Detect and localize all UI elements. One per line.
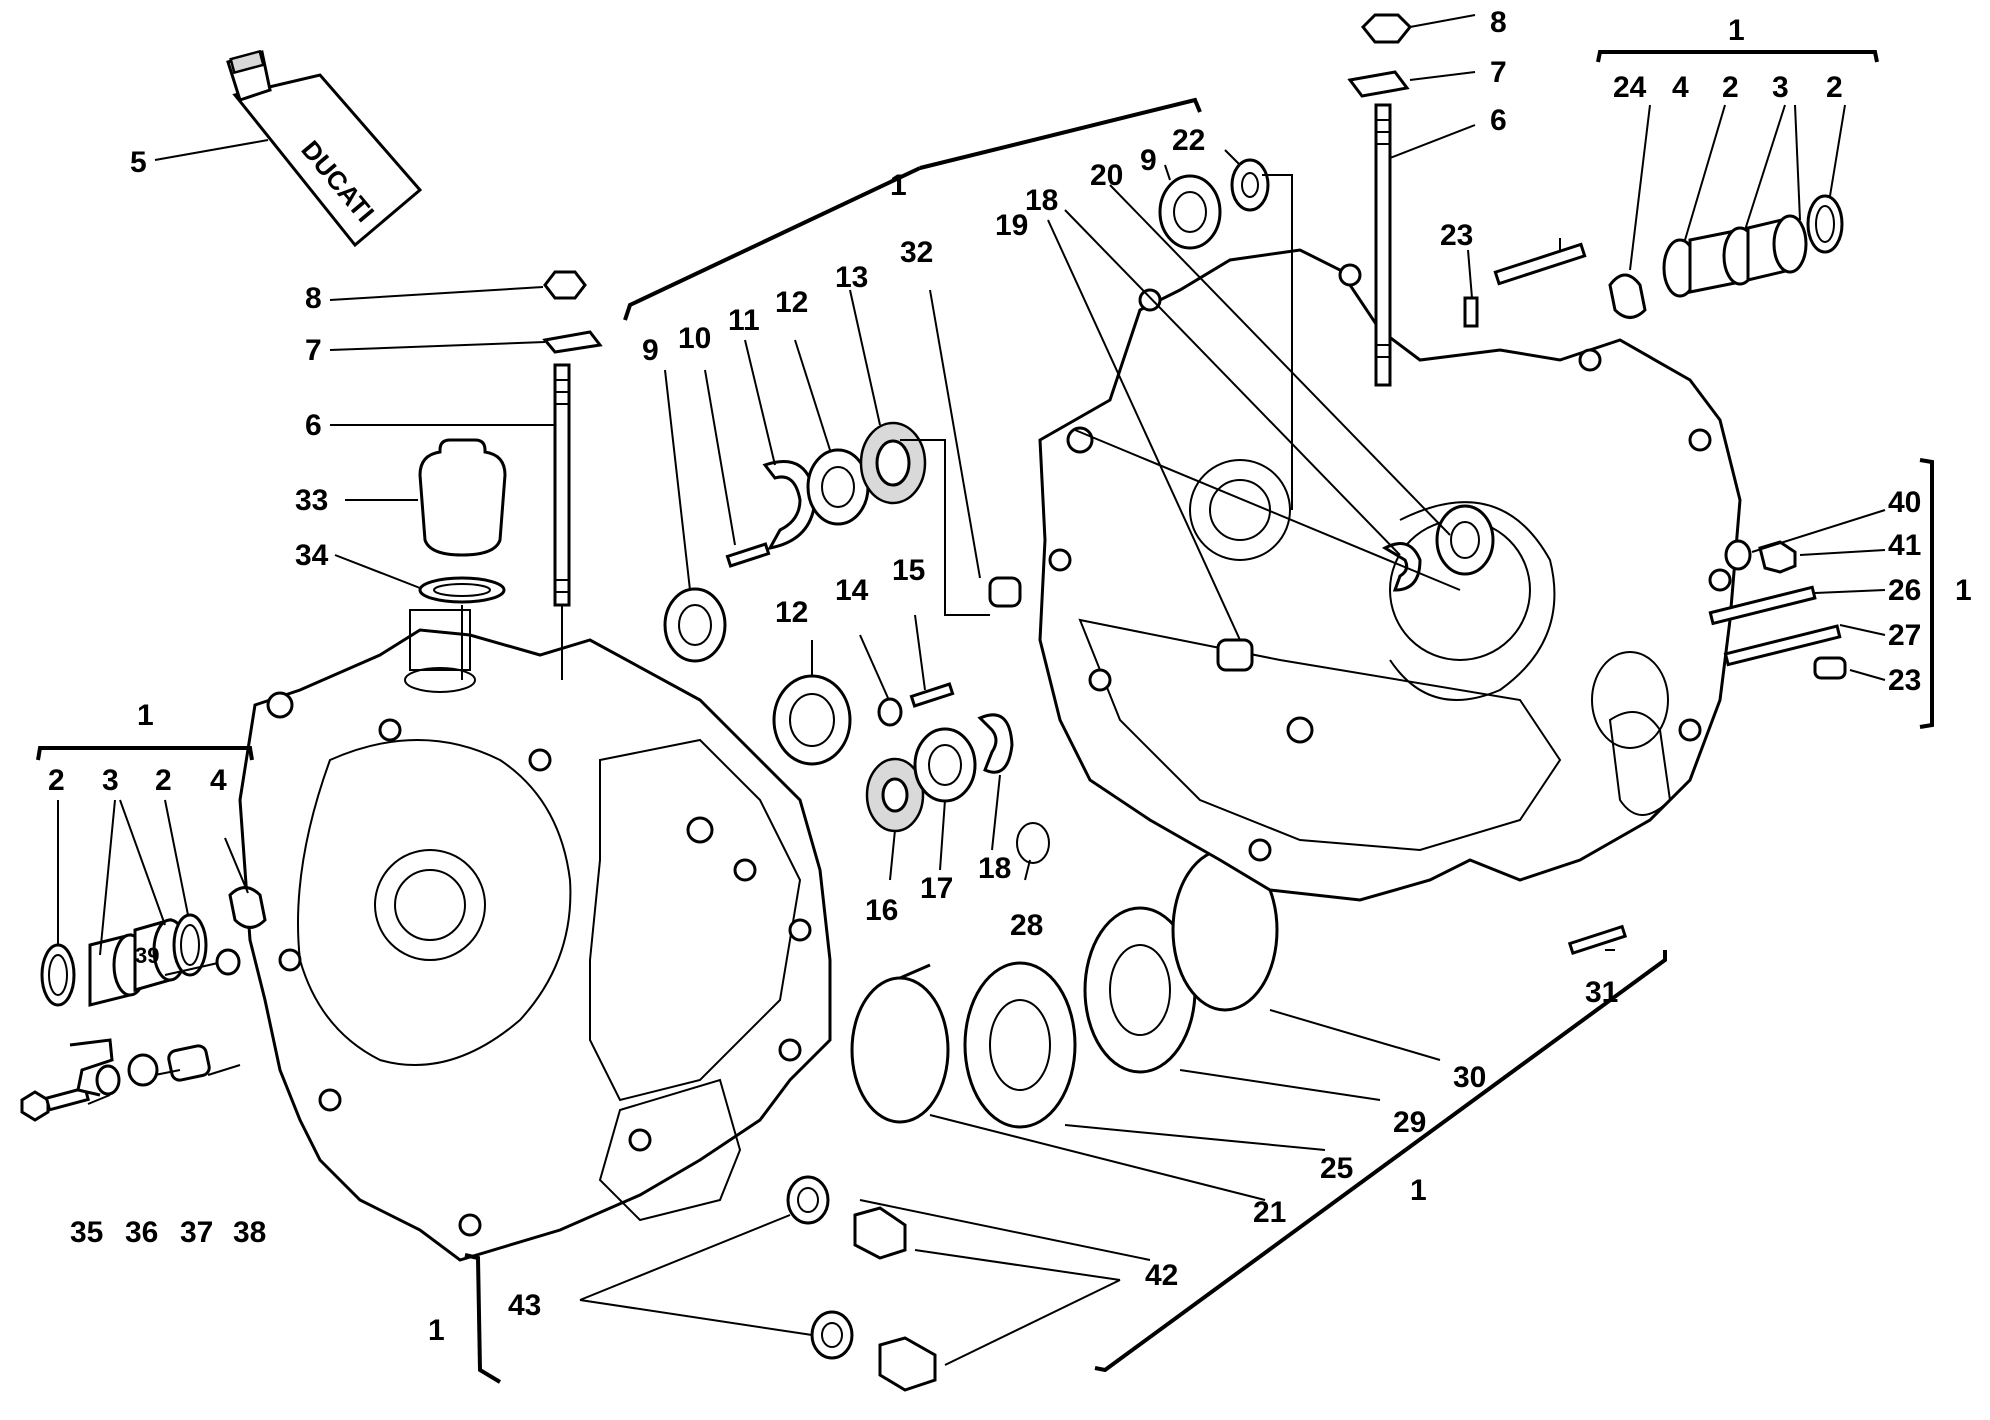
- right-side-small-parts: [1567, 539, 1847, 955]
- callout-2d: 2: [1826, 71, 1843, 104]
- callout-33: 33: [295, 484, 328, 517]
- callout-22: 22: [1172, 124, 1205, 157]
- callout-39: 39: [135, 943, 159, 968]
- callout-25: 25: [1320, 1152, 1353, 1185]
- callout-2c: 2: [1722, 71, 1739, 104]
- callout-12b: 12: [775, 596, 808, 629]
- right-bearing-stack: [1493, 194, 1844, 319]
- callout-2a: 2: [48, 764, 65, 797]
- callout-24: 24: [1613, 71, 1647, 104]
- callout-21: 21: [1253, 1196, 1286, 1229]
- callout-23b: 23: [1888, 664, 1921, 697]
- callout-2b: 2: [155, 764, 172, 797]
- callout-4b: 4: [1672, 71, 1689, 104]
- callout-30: 30: [1453, 1061, 1486, 1094]
- callout-18b: 18: [1025, 184, 1058, 217]
- callout-15: 15: [892, 554, 925, 587]
- center-bearings: [663, 421, 1050, 864]
- callout-20: 20: [1090, 159, 1123, 192]
- cap-and-washer: [418, 438, 507, 604]
- callout-32: 32: [900, 236, 933, 269]
- callout-9a: 9: [642, 334, 659, 367]
- left-bearing-stack: [40, 886, 267, 1007]
- grouping-braces: [36, 50, 1934, 1384]
- callout-11: 11: [728, 304, 760, 337]
- callout-7a: 7: [305, 334, 322, 367]
- callout-19: 19: [995, 209, 1028, 242]
- callout-1d: 1: [1955, 574, 1972, 607]
- callout-10: 10: [678, 322, 711, 355]
- left-small-parts: [20, 948, 241, 1122]
- callout-35: 35: [70, 1216, 103, 1249]
- right-crankcase-half: [1038, 248, 1742, 902]
- callout-3b: 3: [1772, 71, 1789, 104]
- callout-36: 36: [125, 1216, 158, 1249]
- callout-14: 14: [835, 574, 869, 607]
- callout-29: 29: [1393, 1106, 1426, 1139]
- callout-5: 5: [130, 146, 147, 179]
- callout-9b: 9: [1140, 144, 1157, 177]
- callout-37: 37: [180, 1216, 213, 1249]
- callout-38: 38: [233, 1216, 266, 1249]
- right-stud-assembly: [1158, 13, 1479, 387]
- callout-1e: 1: [1410, 1174, 1427, 1207]
- callout-16: 16: [865, 894, 898, 927]
- callout-28: 28: [1010, 909, 1043, 942]
- callout-8a: 8: [305, 282, 322, 315]
- callout-6a: 6: [305, 409, 322, 442]
- callout-1c: 1: [1728, 14, 1745, 47]
- callout-3a: 3: [102, 764, 119, 797]
- callout-41: 41: [1888, 529, 1921, 562]
- main-bearings: [850, 848, 1279, 1129]
- bottom-plugs: [786, 1175, 937, 1392]
- callout-1f: 1: [428, 1314, 445, 1347]
- callout-31: 31: [1585, 976, 1618, 1009]
- callout-17: 17: [920, 872, 953, 905]
- leader-lines: [57, 14, 1886, 1366]
- callout-4a: 4: [210, 764, 227, 797]
- callout-13: 13: [835, 261, 868, 294]
- callout-12a: 12: [775, 286, 808, 319]
- callout-40: 40: [1888, 486, 1921, 519]
- callout-34: 34: [295, 539, 329, 572]
- callout-1a: 1: [137, 699, 154, 732]
- callout-6b: 6: [1490, 104, 1507, 137]
- left-stud-assembly: [542, 270, 603, 607]
- callout-27: 27: [1888, 619, 1921, 652]
- callout-43: 43: [508, 1289, 541, 1322]
- left-crankcase-half: [238, 609, 832, 1262]
- callout-7b: 7: [1490, 56, 1507, 89]
- callout-8b: 8: [1490, 6, 1507, 39]
- callout-23a: 23: [1440, 219, 1473, 252]
- callout-42: 42: [1145, 1259, 1178, 1292]
- callout-1b: 1: [890, 169, 907, 202]
- callout-labels: 5 8 7 6 33 34 1 2 3 2 4 39 35 36 37 38 1…: [48, 6, 1972, 1347]
- callout-26: 26: [1888, 574, 1921, 607]
- callout-18a: 18: [978, 852, 1011, 885]
- sealant-tube: DUCATI: [226, 49, 423, 248]
